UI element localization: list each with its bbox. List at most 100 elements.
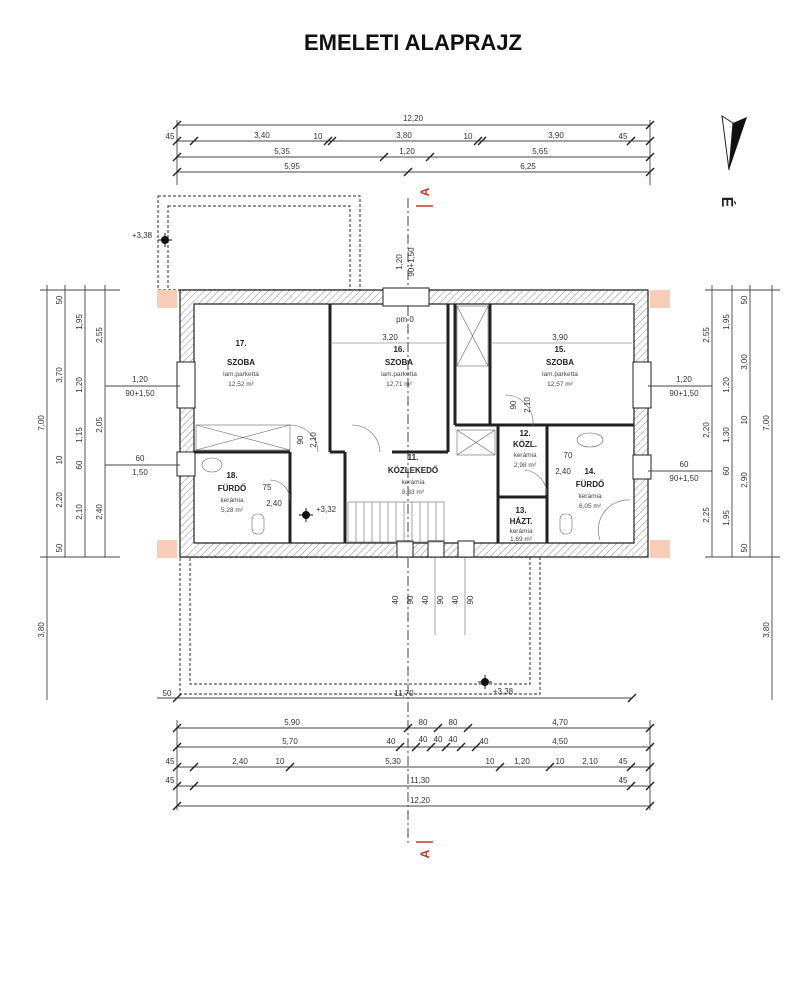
dimension-label: 10 (740, 415, 749, 424)
dimension-label: KÖZLEKEDŐ (388, 466, 438, 475)
room-13: 13. HÁZT. kerámia 1,69 m² (509, 506, 533, 543)
dimension-label: 40 (387, 737, 396, 746)
dimension-label: 10 (556, 757, 565, 766)
dimension-label: 5,28 m² (221, 507, 244, 514)
dimension-label: 90 (406, 595, 415, 604)
dimension-label: 40 (421, 595, 430, 604)
dimension-label: 40 (434, 735, 443, 744)
dimension-label: 50 (55, 543, 64, 552)
dimension-label: 11,30 (410, 776, 430, 785)
dimension-label: lam.parketta (223, 371, 259, 378)
dimension-label: 11. (408, 453, 419, 462)
dimension-label: 90 (296, 435, 305, 444)
dimension-label: 40 (419, 735, 428, 744)
dimension-label: 50 (740, 295, 749, 304)
dimension-label: 12,52 m² (228, 381, 254, 388)
dimension-label: 4,50 (552, 737, 568, 746)
dimension-label: lam.parketta (381, 371, 417, 378)
dimension-label: 45 (166, 776, 175, 785)
room-11: 11. KÖZLEKEDŐ kerámia 8,33 m² (388, 453, 438, 496)
dimension-label: SZOBA (546, 358, 574, 367)
dimension-label: 3,80 (396, 131, 412, 140)
dimension-label: 45 (619, 132, 628, 141)
dimension-label: 5,70 (282, 737, 298, 746)
dimension-label: 3,80 (37, 622, 46, 638)
dimension-label: 10 (486, 757, 495, 766)
room-18: 18. FÜRDŐ kerámia 5,28 m² (218, 471, 246, 514)
dimension-label: 12,71 m² (386, 381, 412, 388)
dimension-label: kerámia (513, 452, 537, 459)
dimension-label: kerámia (220, 497, 244, 504)
dimension-label: 90 (509, 400, 518, 409)
dimension-label: 11,70 (394, 689, 414, 698)
dimension-label: 50 (740, 543, 749, 552)
dimension-label: 6,25 (520, 162, 536, 171)
dimension-label: 80 (419, 718, 428, 727)
dimension-label: KÖZL. (513, 440, 537, 449)
dimension-label: 10 (55, 455, 64, 464)
dimension-label: pm 0 (396, 315, 414, 324)
dimension-label: 2,40 (266, 499, 282, 508)
north-label: É (718, 197, 737, 208)
section-label-top: A (418, 187, 432, 196)
dimension-label: kerámia (509, 528, 533, 535)
room-15: 15. SZOBA lam.parketta 12,57 m² (542, 345, 578, 388)
inner-dimensions: 3,20 3,90 pm 0 75 2,40 70 2,40 90 2,10 9… (263, 315, 632, 508)
stair-openings: 40 90 40 90 40 90 (391, 557, 475, 635)
dimension-label: 14. (584, 467, 595, 476)
dimension-label: 7,00 (37, 415, 46, 431)
dimension-label: 1,20 (514, 757, 530, 766)
dimension-label: 2,40 (555, 467, 571, 476)
level-upper-balcony: +3,38 (132, 231, 153, 240)
dimension-label: SZOBA (227, 358, 255, 367)
dimension-label: 3,90 (552, 333, 568, 342)
dimension-label: 90+1,50 (669, 389, 699, 398)
left-dimensions: 7,00 3,80 50 3,70 10 2,20 50 1,95 1,20 1… (37, 285, 180, 700)
dimension-label: 15. (554, 345, 565, 354)
dimension-label: 3,00 (740, 354, 749, 370)
right-dimensions: 2,55 2,20 2,25 1,95 1,20 1,30 60 1,95 50… (648, 285, 780, 700)
building-walls (157, 287, 670, 558)
dimension-label: 2,20 (55, 492, 64, 508)
dimension-label: 18. (226, 471, 237, 480)
dimension-label: 40 (480, 737, 489, 746)
lower-terrace (179, 556, 541, 695)
dimension-label: 12,20 (410, 796, 431, 805)
dimension-label: 12. (519, 429, 530, 438)
dimension-label: 45 (619, 776, 628, 785)
dimension-label: 50 (163, 689, 172, 698)
room-17: 17. SZOBA lam.parketta 12,52 m² (223, 339, 259, 388)
dimension-label: FÜRDŐ (218, 484, 246, 493)
dimension-label: 1,15 (75, 427, 84, 443)
dimension-label: 12,20 (403, 114, 424, 123)
dimension-label: 60 (680, 460, 689, 469)
dimension-label: 4,70 (552, 718, 568, 727)
section-label-bottom: A (418, 849, 432, 858)
dimension-label: 2,25 (702, 507, 711, 523)
dimension-label: 2,10 (75, 504, 84, 520)
dimension-label: 1,95 (75, 314, 84, 330)
dimension-label: kerámia (401, 479, 425, 486)
dimension-label: 10 (314, 132, 323, 141)
level-marker-icon (478, 675, 492, 689)
dimension-label: 90 (466, 595, 475, 604)
dimension-label: lam.parketta (542, 371, 578, 378)
dimension-label: 1,30 (722, 427, 731, 443)
dimension-label: HÁZT. (510, 517, 533, 526)
dimension-label: 60 (136, 454, 145, 463)
dimension-label: 3,90 (548, 131, 564, 140)
dimension-label: 1,20 (395, 254, 404, 270)
dimension-label: SZOBA (385, 358, 413, 367)
dimension-label: 1,95 (722, 314, 731, 330)
dimension-label: 90+1,50 (407, 247, 416, 277)
dimension-label: 5,30 (385, 757, 401, 766)
room-12: 12. KÖZL. kerámia 2,98 m² (513, 429, 537, 469)
level-marker-icon (158, 233, 172, 247)
dimension-label: 10 (276, 757, 285, 766)
top-dimensions: 12,20 45 3,40 10 3,80 10 3,90 45 5,35 1,… (166, 114, 655, 185)
dimension-label: 16. (393, 345, 404, 354)
dimension-label: 5,90 (284, 718, 300, 727)
dimension-label: FÜRDŐ (576, 480, 604, 489)
dimension-label: 2,98 m² (514, 462, 537, 469)
dimension-label: 40 (451, 595, 460, 604)
